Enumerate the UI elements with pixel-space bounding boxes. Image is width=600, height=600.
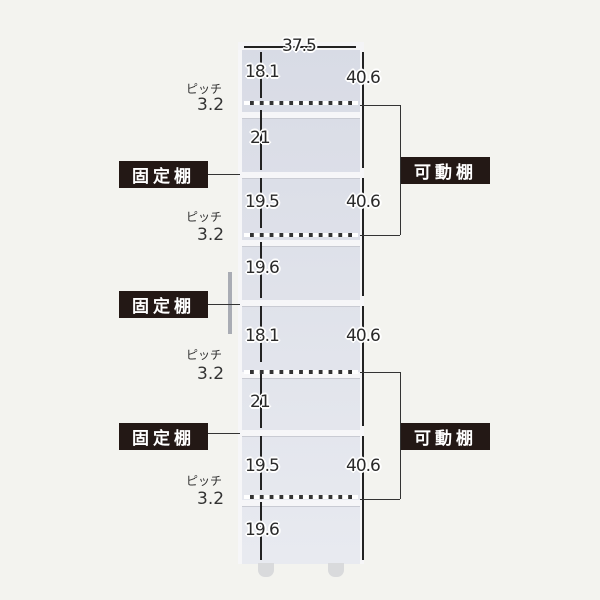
pitch-dashes [244,370,358,374]
bracket-line [360,235,400,236]
caster [328,563,344,577]
movable-shelf [242,372,360,379]
fixed-shelf [242,172,360,179]
height-value: 19.5 [245,192,280,212]
door-handle [228,272,232,334]
pitch-dashes [244,495,358,499]
height-arrow [362,178,364,296]
movable-shelf [242,240,360,247]
height-arrow [260,502,262,560]
height-value: 40.6 [346,456,381,476]
pitch-label: ピッチ [186,82,223,96]
movable-shelf [242,112,360,119]
bracket-line [360,105,400,106]
fixed-shelf [242,430,360,437]
pitch-value: 3.2 [197,95,225,115]
height-value: 19.6 [245,258,280,278]
height-arrow [260,178,262,228]
movable-shelf [242,500,360,507]
height-arrow [362,436,364,560]
pitch-label: ピッチ [186,210,223,224]
leader-line [208,433,240,434]
height-value: 18.1 [245,326,280,346]
fixed-shelf-label: 固定棚 [119,291,208,318]
bracket-line [400,372,401,499]
movable-shelf-label: 可動棚 [401,157,490,184]
height-value: 21 [250,128,271,148]
height-arrow [260,52,262,98]
pitch-label: ピッチ [186,474,223,488]
height-arrow [362,52,364,168]
width-value: 37.5 [282,36,317,56]
height-arrow [260,374,262,428]
height-arrow [260,110,262,170]
caster [258,563,274,577]
height-arrow [260,242,262,298]
height-value: 19.6 [245,520,280,540]
bracket-line [360,499,400,500]
pitch-label: ピッチ [186,348,223,362]
fixed-shelf [242,300,360,307]
height-value: 18.1 [245,62,280,82]
fixed-shelf-label: 固定棚 [119,161,208,188]
pitch-value: 3.2 [197,489,225,509]
width-arrow [244,46,356,48]
height-arrow [260,436,262,490]
height-value: 19.5 [245,456,280,476]
height-arrow [260,306,262,362]
pitch-dashes [244,101,358,105]
movable-shelf-label: 可動棚 [401,423,490,450]
fixed-shelf-label: 固定棚 [119,423,208,450]
bracket-line [400,105,401,235]
height-value: 40.6 [346,192,381,212]
height-arrow [362,306,364,426]
pitch-dashes [244,233,358,237]
pitch-value: 3.2 [197,225,225,245]
height-value: 40.6 [346,326,381,346]
bracket-line [360,372,400,373]
height-value: 40.6 [346,68,381,88]
leader-line [208,304,240,305]
leader-line [208,174,240,175]
pitch-value: 3.2 [197,364,225,384]
height-value: 21 [250,392,271,412]
